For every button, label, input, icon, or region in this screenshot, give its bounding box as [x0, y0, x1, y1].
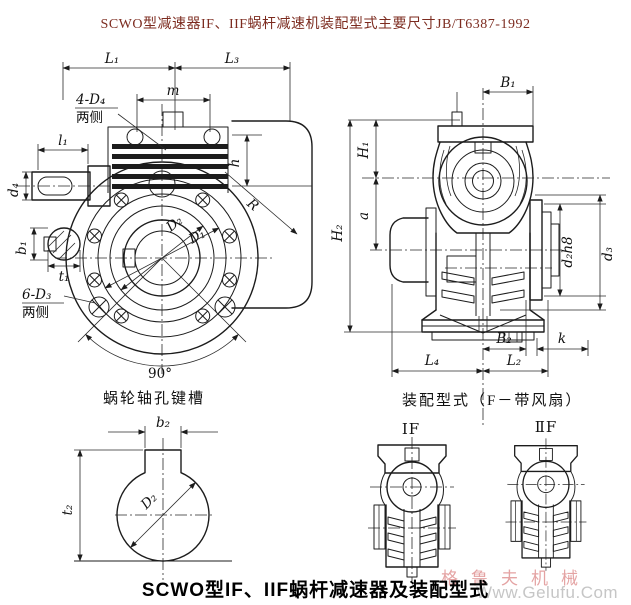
dim-label-L3: L₃: [224, 51, 239, 67]
dim-label-d3: d₃: [600, 247, 616, 261]
front-view-bolt-holes: [87, 192, 237, 324]
dim-label-D2: D₂: [162, 213, 185, 236]
dim-label-90deg: 90°: [148, 366, 172, 382]
dim-label-H2: H₂: [330, 224, 346, 242]
dim-label-m: m: [167, 83, 180, 99]
side-view-body: [389, 92, 560, 343]
dim-label-d2h8: d₂h8: [560, 236, 576, 268]
side-view-drawing: B₁ H₁ a H₂ d₂h8 d₃ B₂ k L₄: [330, 75, 616, 428]
dim-label-h: h: [227, 159, 243, 168]
dim-label-k: k: [558, 331, 566, 347]
keyway-dimensions: b₂ t₂ D₂: [60, 415, 232, 562]
front-view-key-section: [43, 227, 81, 261]
side-view-caption: 装配型式（F－带风扇）: [402, 393, 583, 409]
dim-label-H1: H₁: [356, 141, 372, 159]
dim-label-l1: l₁: [58, 133, 68, 149]
front-view-housing: [107, 111, 313, 309]
dim-label-B2: B₂: [495, 331, 511, 347]
variant-drawing-2F: [504, 437, 588, 572]
dim-label-t1: t₁: [59, 269, 70, 285]
dim-label-D1: D₁: [185, 226, 208, 248]
dim-label-D2-keyway: D₂: [137, 490, 161, 514]
side-view-dimensions: B₁ H₁ a H₂ d₂h8 d₃ B₂ k L₄: [330, 75, 616, 377]
dim-label-t2: t₂: [60, 505, 76, 516]
dim-label-L2: L₂: [506, 353, 521, 369]
dim-label-b2: b₂: [156, 415, 170, 431]
callout-4-D4: 4-D₄: [75, 92, 105, 108]
front-view-input-shaft: [31, 165, 111, 207]
front-view-dimensions: L₁ L₃ m l₁ d₄ b₁ t₁ D₂ D₁ h R: [6, 51, 312, 382]
keyway-section-drawing: b₂ t₂ D₂: [60, 415, 232, 580]
assembly-variants: ⅠF ⅡF: [367, 418, 588, 582]
callout-6-D3-note: 两侧: [22, 305, 49, 321]
watermark-site: Www.Gelufu.Com: [476, 583, 619, 602]
dim-label-B1: B₁: [499, 75, 515, 91]
standard-title: SCWO型减速器IF、IIF蜗杆减速机装配型式主要尺寸JB/T6387-1992: [100, 17, 531, 32]
watermark-brand: 格鲁夫机械: [441, 569, 591, 588]
variant-label-2F: ⅡF: [535, 418, 558, 436]
front-view-hole-callouts: 4-D₄ 两侧 6-D₃ 两侧: [22, 92, 167, 321]
variant-label-1F: ⅠF: [402, 420, 420, 438]
dim-label-L4: L₄: [424, 353, 439, 369]
callout-4-D4-note: 两侧: [76, 110, 103, 126]
front-view-drawing: L₁ L₃ m l₁ d₄ b₁ t₁ D₂ D₁ h R: [6, 51, 313, 382]
dim-label-a: a: [356, 212, 372, 220]
dim-label-d4: d₄: [6, 183, 22, 197]
front-view-caption: 蜗轮轴孔键槽: [103, 391, 206, 407]
dim-label-L1: L₁: [104, 51, 119, 67]
page-title: SCWO型IF、IIF蜗杆减速器及装配型式: [141, 580, 490, 601]
variant-drawing-1F: [367, 436, 457, 582]
callout-6-D3: 6-D₃: [22, 287, 51, 303]
dim-label-b1: b₁: [14, 241, 30, 255]
